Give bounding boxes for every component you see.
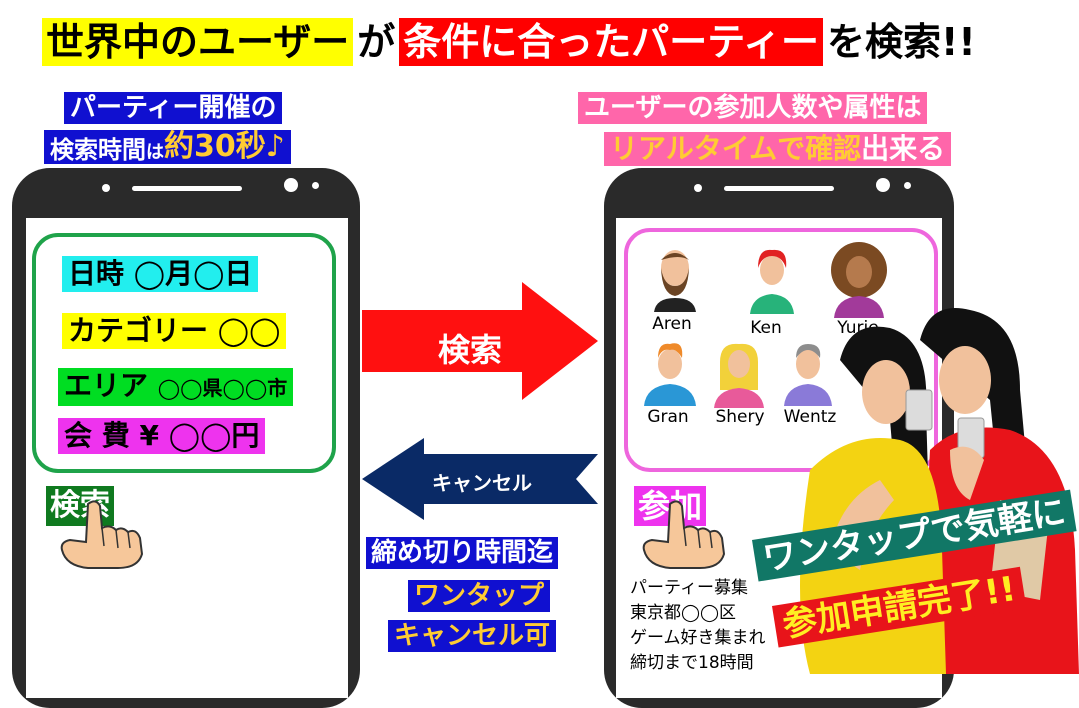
avatar-gran-icon bbox=[644, 343, 696, 406]
left-callout-search-time: 検索時間 bbox=[50, 136, 146, 164]
fee-field[interactable]: 会 費 ¥ ◯◯円 bbox=[58, 418, 266, 454]
headline: 世界中のユーザー が 条件に合ったパーティー を検索!! bbox=[42, 18, 980, 66]
area-label: エリア bbox=[64, 369, 149, 402]
avatar-shery-icon bbox=[714, 343, 764, 408]
left-phone-camera bbox=[284, 178, 298, 192]
left-callout-line2: 検索時間 は 約30秒♪ bbox=[44, 130, 291, 164]
search-button[interactable]: 検索 bbox=[46, 486, 114, 526]
date-field[interactable]: 日時 ◯月◯日 bbox=[62, 256, 259, 292]
right-phone-speaker bbox=[724, 186, 834, 191]
cancel-arrow bbox=[362, 438, 598, 520]
search-arrow-label: 検索 bbox=[438, 331, 503, 369]
headline-part1: 世界中のユーザー bbox=[42, 18, 354, 66]
cancel-arrow-label: キャンセル bbox=[432, 471, 532, 495]
avatar-name: Aren bbox=[652, 314, 692, 334]
right-callout-line1: ユーザーの参加人数や属性は bbox=[578, 92, 928, 124]
avatar-wentz-icon bbox=[784, 344, 832, 406]
avatar-yurie-icon bbox=[831, 242, 887, 318]
avatar-name: Shery bbox=[715, 407, 765, 427]
pointing-hand-icon bbox=[60, 500, 144, 569]
party-post-line4: 締切まで18時間 bbox=[630, 653, 754, 673]
avatar-name: Gran bbox=[647, 407, 689, 427]
left-phone-dot bbox=[102, 184, 110, 192]
party-post-line1: パーティー募集 bbox=[630, 578, 748, 598]
left-callout-wa: は bbox=[146, 142, 164, 163]
cancel-note-line2: ワンタップ bbox=[408, 580, 551, 612]
avatar-name: Wentz bbox=[783, 407, 837, 427]
headline-part3: 条件に合ったパーティー bbox=[399, 18, 823, 66]
right-phone-camera bbox=[876, 178, 890, 192]
left-callout-line1: パーティー開催の bbox=[64, 92, 283, 124]
left-phone-sensor bbox=[312, 182, 319, 189]
avatar-ken-icon bbox=[750, 249, 794, 314]
cancel-note-line1: 締め切り時間迄 bbox=[366, 537, 559, 569]
avatar-aren-icon bbox=[654, 250, 696, 312]
left-callout-30sec: 約30秒♪ bbox=[164, 129, 285, 164]
party-post-line2: 東京都◯◯区 bbox=[630, 603, 737, 623]
area-field[interactable]: エリア ◯◯県◯◯市 bbox=[58, 368, 294, 406]
avatar-name: Ken bbox=[750, 318, 782, 338]
right-callout-realtime: リアルタイムで確認 bbox=[610, 132, 862, 165]
pointing-hand-icon bbox=[642, 500, 726, 569]
right-phone-dot bbox=[694, 184, 702, 192]
right-phone-sensor bbox=[904, 182, 911, 189]
headline-part4: を検索!! bbox=[827, 20, 976, 64]
right-callout-line2: リアルタイムで確認出来る bbox=[604, 132, 952, 166]
party-post-line3: ゲーム好き集まれ bbox=[630, 628, 766, 648]
search-arrow bbox=[362, 282, 598, 400]
category-field[interactable]: カテゴリー ◯◯ bbox=[62, 313, 287, 349]
right-callout-dekiru: 出来る bbox=[861, 132, 946, 165]
area-value: ◯◯県◯◯市 bbox=[157, 376, 288, 400]
headline-part2: が bbox=[357, 20, 396, 64]
left-phone-speaker bbox=[132, 186, 242, 191]
cancel-note-line3: キャンセル可 bbox=[388, 620, 557, 652]
